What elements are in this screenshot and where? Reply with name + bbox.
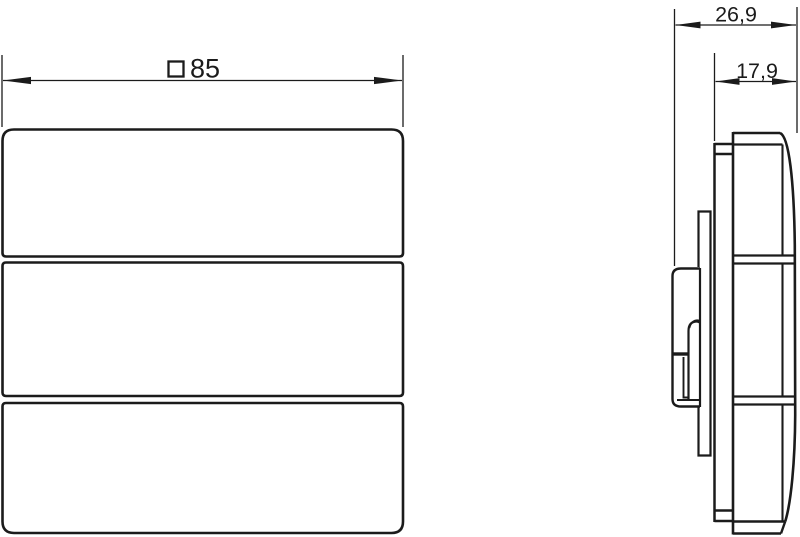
rocker-module-profile — [731, 131, 797, 535]
arrowhead-left — [675, 21, 701, 29]
arrowhead-right — [771, 21, 796, 29]
dimension-depth-front-label: 17,9 — [736, 59, 778, 83]
side-view — [671, 131, 797, 535]
claw-outline — [671, 267, 700, 408]
module-bottom-corner — [779, 521, 787, 534]
dimension-width-85: 85 — [1, 54, 404, 127]
dimension-depth-total-label: 26,9 — [715, 3, 757, 27]
front-view — [1, 128, 405, 535]
module-front-edge — [779, 131, 797, 522]
frame-plate — [713, 142, 733, 523]
rear-box — [697, 210, 712, 457]
arrowhead-right — [772, 78, 796, 85]
arrowhead-left — [3, 76, 31, 85]
dimension-width-label: 85 — [190, 54, 220, 84]
dimension-depth-17-9: 17,9 — [713, 53, 796, 141]
rocker-bottom — [1, 401, 405, 535]
rocker-middle — [1, 261, 405, 398]
claw-lever-arc — [688, 319, 700, 329]
claw-lever — [687, 320, 701, 400]
dimension-depth-26-9: 26,9 — [673, 3, 798, 266]
claw-slot — [682, 357, 689, 399]
arrowhead-left — [715, 78, 740, 85]
arrowhead-right — [374, 76, 402, 85]
square-symbol-icon — [167, 60, 185, 78]
rocker-top — [1, 128, 405, 258]
mounting-claw — [671, 267, 702, 408]
